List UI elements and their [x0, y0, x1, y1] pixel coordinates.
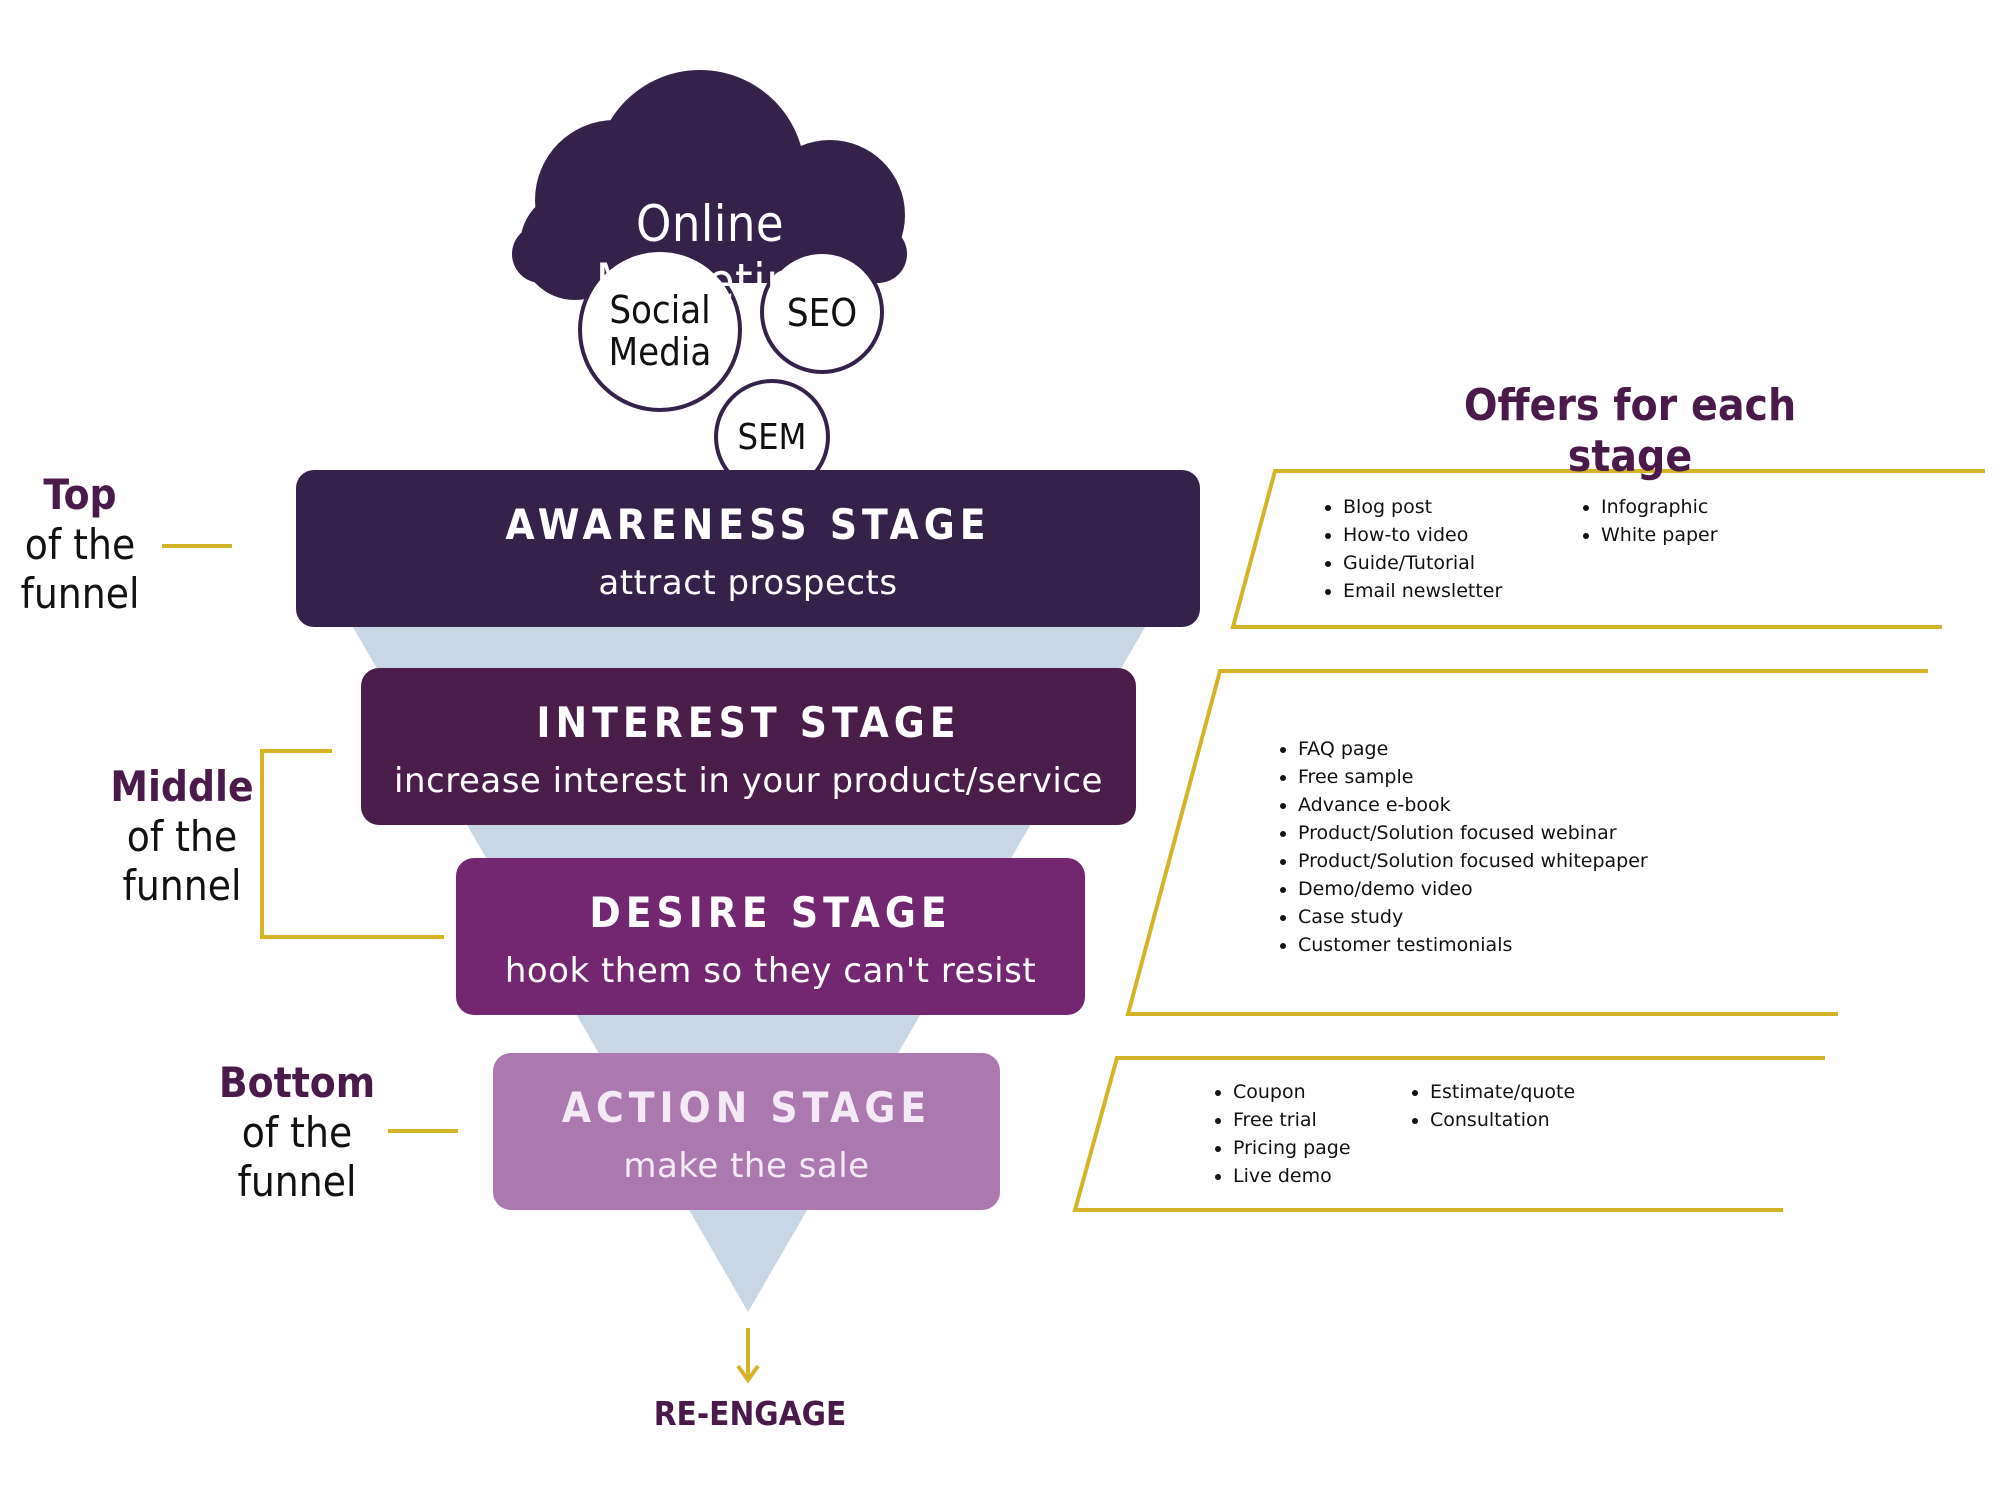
action-offers-col1: Coupon Free trial Pricing page Live demo	[1203, 1078, 1351, 1190]
offer-item: Case study	[1298, 903, 1648, 931]
awareness-stage-box: AWARENESS STAGE attract prospects	[296, 470, 1200, 627]
desire-stage-subtitle: hook them so they can't resist	[504, 951, 1037, 991]
offer-item: Product/Solution focused webinar	[1298, 819, 1648, 847]
social-media-bubble	[578, 248, 742, 412]
offer-item: Product/Solution focused whitepaper	[1298, 847, 1648, 875]
action-stage-title: ACTION STAGE	[561, 1083, 932, 1132]
action-stage-box: ACTION STAGE make the sale	[493, 1053, 1000, 1210]
reengage-label: RE-ENGAGE	[653, 1394, 847, 1433]
interest-stage-subtitle: increase interest in your product/servic…	[394, 761, 1103, 801]
middle-of-funnel-label: Middle of the funnel	[110, 762, 254, 911]
offer-item: White paper	[1601, 521, 1718, 549]
seo-bubble	[760, 250, 884, 374]
desire-stage-title: DESIRE STAGE	[589, 888, 952, 937]
offer-item: Free trial	[1233, 1106, 1351, 1134]
offers-heading: Offers for each stage	[1463, 380, 1797, 482]
offer-item: Email newsletter	[1343, 577, 1502, 605]
offer-item: Consultation	[1430, 1106, 1575, 1134]
offer-item: Coupon	[1233, 1078, 1351, 1106]
top-of-funnel-label: Top of the funnel	[20, 470, 140, 619]
desire-stage-box: DESIRE STAGE hook them so they can't res…	[456, 858, 1085, 1015]
sem-label: SEM	[737, 417, 807, 458]
offer-item: Live demo	[1233, 1162, 1351, 1190]
action-offers-col2: Estimate/quote Consultation	[1400, 1078, 1575, 1134]
interest-stage-title: INTEREST STAGE	[536, 698, 961, 747]
online-marketing-label: Online Marketing	[595, 195, 825, 311]
offer-item: Free sample	[1298, 763, 1648, 791]
awareness-offers-col2: Infographic White paper	[1571, 493, 1718, 549]
offer-item: Demo/demo video	[1298, 875, 1648, 903]
middle-bracket	[260, 749, 444, 939]
action-offer-frame	[1072, 1056, 1825, 1212]
seo-label: SEO	[786, 291, 858, 335]
offer-item: Guide/Tutorial	[1343, 549, 1502, 577]
bottom-of-funnel-label: Bottom of the funnel	[218, 1058, 376, 1207]
action-stage-subtitle: make the sale	[623, 1146, 870, 1186]
middle-offer-frame	[1125, 669, 1928, 1016]
offer-item: Infographic	[1601, 493, 1718, 521]
cloud-icon	[512, 70, 907, 300]
middle-offers-list: FAQ page Free sample Advance e-book Prod…	[1268, 735, 1648, 959]
offer-item: Blog post	[1343, 493, 1502, 521]
offer-item: How-to video	[1343, 521, 1502, 549]
interest-stage-box: INTEREST STAGE increase interest in your…	[361, 668, 1136, 825]
awareness-stage-subtitle: attract prospects	[598, 563, 898, 603]
offer-item: Advance e-book	[1298, 791, 1648, 819]
awareness-offers-col1: Blog post How-to video Guide/Tutorial Em…	[1313, 493, 1502, 605]
offer-item: Customer testimonials	[1298, 931, 1648, 959]
awareness-offer-frame	[1230, 469, 1985, 629]
social-media-label: Social Media	[608, 288, 712, 374]
offer-item: Pricing page	[1233, 1134, 1351, 1162]
offer-item: Estimate/quote	[1430, 1078, 1575, 1106]
awareness-stage-title: AWARENESS STAGE	[505, 500, 991, 549]
offer-item: FAQ page	[1298, 735, 1648, 763]
down-arrow-icon	[736, 1328, 760, 1384]
